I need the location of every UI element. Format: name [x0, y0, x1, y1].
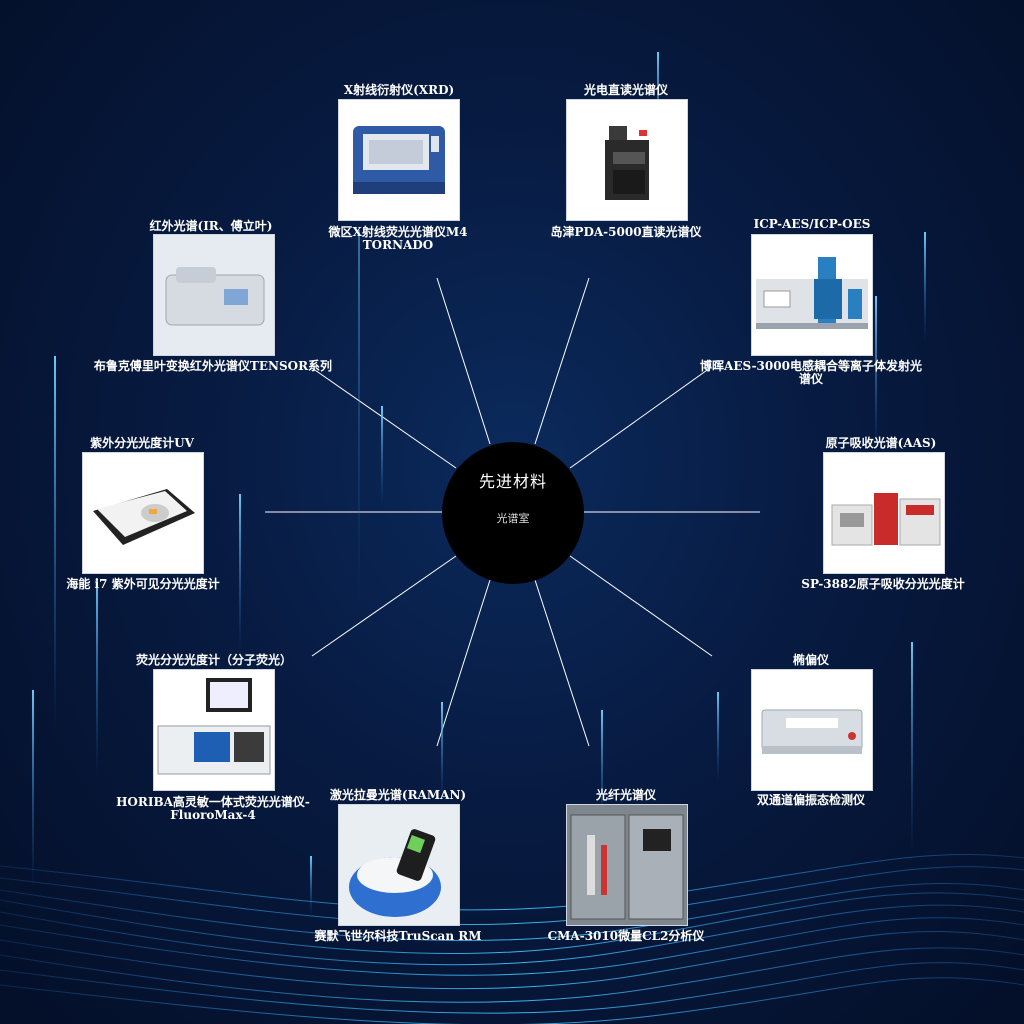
instrument-name: 双通道偏振态检测仪 [756, 793, 865, 807]
instrument-name: 赛默飞世尔科技TruScan RM [314, 929, 482, 943]
connector-line [311, 555, 457, 657]
ellipsometer-icon [751, 669, 873, 791]
connector-line [569, 367, 711, 469]
instrument-name: SP-3882原子吸收分光光度计 [801, 577, 965, 591]
connector-lines [265, 277, 760, 747]
instrument-name: 岛津PDA-5000直读光谱仪 [550, 225, 702, 239]
spark-spectrometer-icon [566, 99, 688, 221]
instrument-category: 红外光谱(IR、傅立叶) [149, 219, 273, 233]
hub-circle: 先进材料 光谱室 [442, 442, 584, 584]
instrument-category: 紫外分光光度计UV [90, 436, 194, 450]
fluorometer-icon [153, 669, 275, 791]
instrument-name: 博晖AES-3000电感耦合等离子体发射光谱仪 [700, 359, 922, 386]
connector-line [534, 579, 590, 747]
uv-vis-icon [82, 452, 204, 574]
connector-line [436, 277, 491, 445]
connector-line [569, 555, 713, 657]
instrument-category: 激光拉曼光谱(RAMAN) [329, 788, 467, 802]
ftir-instrument-icon [153, 234, 275, 356]
instrument-category: X射线衍射仪(XRD) [343, 83, 455, 97]
instrument-name: 微区X射线荧光光谱仪M4 TORNADO [328, 225, 468, 252]
instrument-name: CMA-3010微量CL2分析仪 [547, 929, 705, 943]
instrument-name: 海能 i7 紫外可见分光光度计 [66, 577, 220, 591]
connector-line [534, 277, 590, 445]
instrument-category: 原子吸收光谱(AAS) [825, 436, 937, 450]
wave-decoration [0, 853, 1024, 1024]
instrument-category: ICP-AES/ICP-OES [753, 217, 871, 231]
xrd-instrument-icon [338, 99, 460, 221]
connector-line [311, 367, 457, 469]
instrument-category: 光纤光谱仪 [595, 788, 656, 802]
hub-subtitle: 光谱室 [496, 512, 530, 525]
instrument-category: 椭偏仪 [792, 653, 829, 667]
fiber-spectrometer-icon [566, 804, 688, 926]
aas-instrument-icon [823, 452, 945, 574]
icp-instrument-icon [751, 234, 873, 356]
instrument-name: 布鲁克傅里叶变换红外光谱仪TENSOR系列 [93, 359, 333, 373]
hub-title: 先进材料 [478, 472, 547, 491]
raman-handheld-icon [338, 804, 460, 926]
instrument-category: 光电直读光谱仪 [583, 83, 668, 97]
connector-line [436, 579, 491, 747]
instrument-name: HORIBA高灵敏一体式荧光光谱仪-FluoroMax-4 [116, 795, 310, 822]
instrument-category: 荧光分光光度计（分子荧光） [135, 653, 292, 667]
